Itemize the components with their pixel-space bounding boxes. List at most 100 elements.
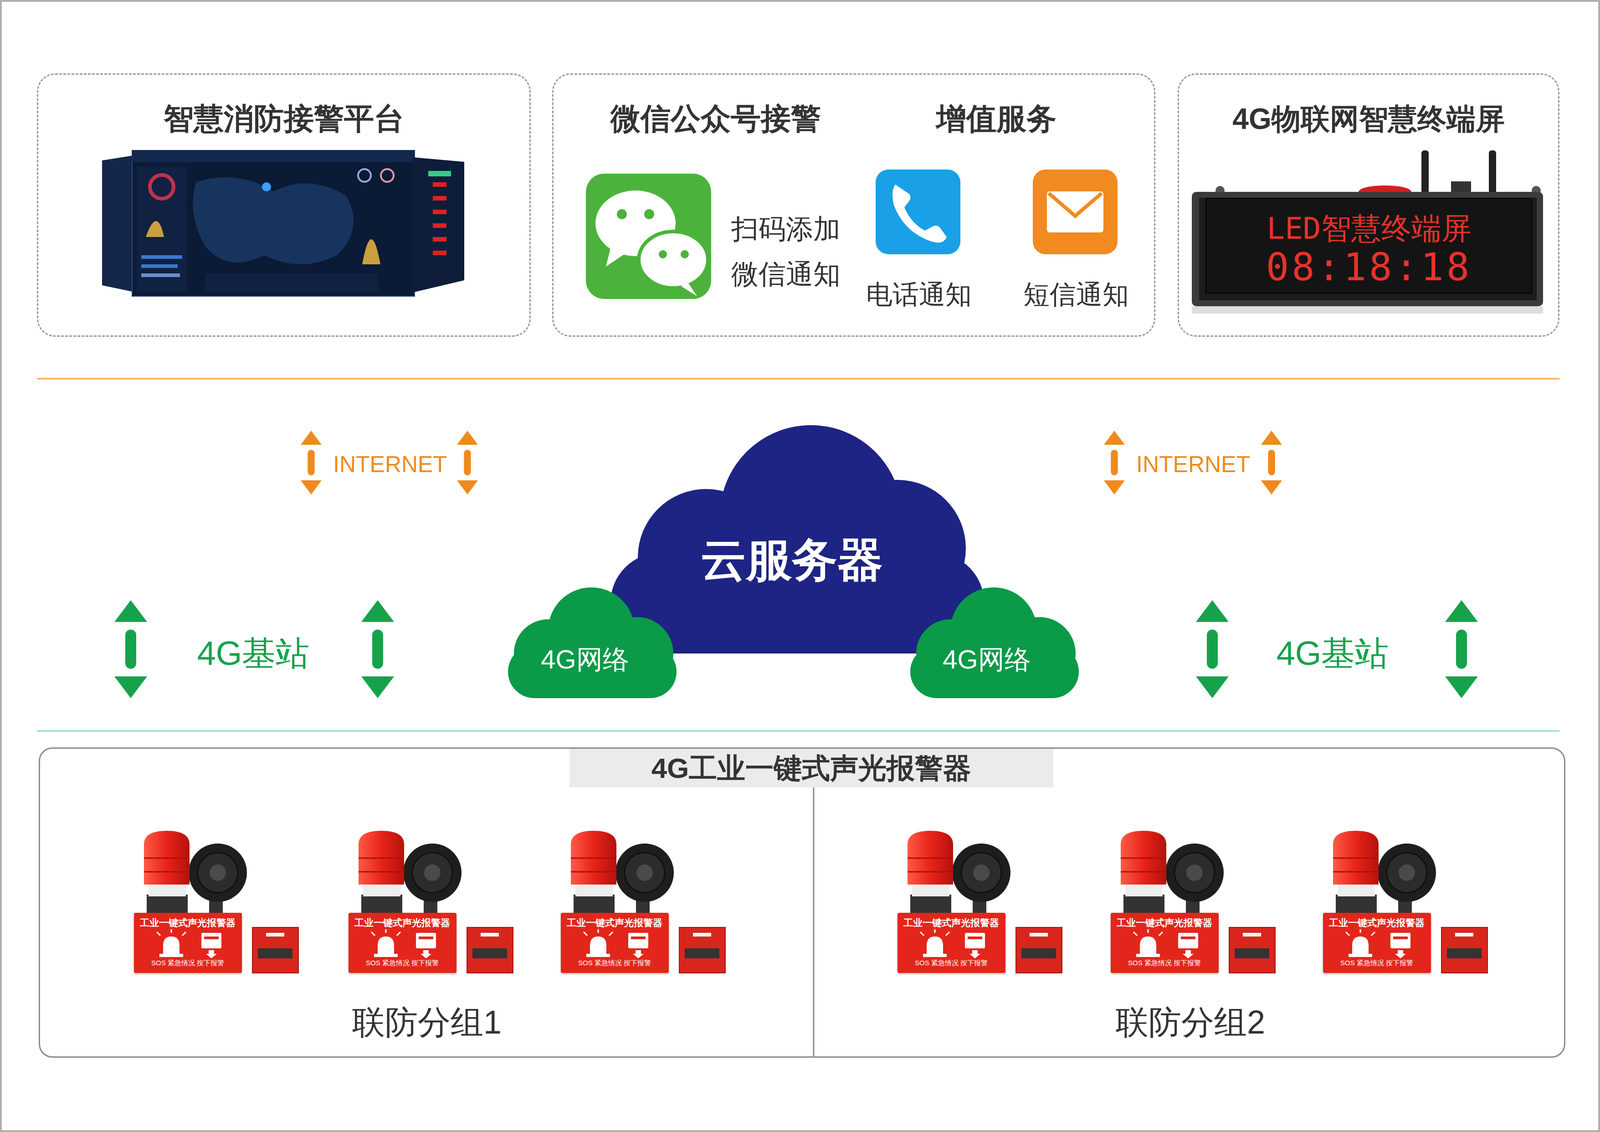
chat-bubble-tail (605, 248, 625, 267)
device-shadow (1191, 306, 1544, 314)
device-body (1191, 191, 1544, 307)
phone-icon (875, 169, 961, 255)
alarm-box: 工业一键式声光报警器SOS 紧急情况 按下报警 (1110, 912, 1219, 973)
node-text: SOS 紧急情况 按下报警 (349, 958, 456, 967)
screen-row (432, 223, 447, 228)
node-text: 扫码添加 微信通知 (731, 206, 850, 297)
node-text: 微信公众号接警 (569, 100, 862, 137)
screen-row (428, 170, 452, 177)
screen-header (132, 150, 415, 163)
icon-tile (1032, 169, 1118, 255)
node-text: SOS 紧急情况 按下报警 (898, 958, 1005, 967)
screen-dot (261, 182, 272, 192)
screen-row (432, 182, 447, 187)
phone-handset (892, 184, 947, 243)
internet-arrow (300, 430, 322, 495)
cloud-server: 云服务器 (596, 420, 985, 654)
node-text: 4G网络 (900, 643, 1074, 676)
screen-gauge (380, 169, 394, 182)
node-text: 4G物联网智慧终端屏 (1186, 101, 1551, 137)
device-frame (1199, 197, 1537, 301)
chat-eye (644, 209, 655, 220)
screen-gauge (149, 174, 174, 199)
antenna (1421, 150, 1429, 194)
node-text: SOS 紧急情况 按下报警 (1323, 958, 1430, 967)
node-text: 电话通知 (850, 278, 988, 311)
envelope-flap (1048, 193, 1102, 216)
node-text: 工业一键式声光报警器 (1323, 916, 1430, 929)
connector (1451, 181, 1472, 193)
envelope (1046, 191, 1104, 233)
internet-arrow (1103, 430, 1125, 495)
screen-row (432, 209, 447, 215)
chat-eye (616, 209, 627, 220)
cloud-shape (900, 584, 1088, 698)
platform-box: 智慧消防接警平台 (36, 73, 531, 337)
node-text: LED智慧终端屏 (1209, 210, 1529, 247)
base-station-arrow (361, 600, 395, 698)
node-text: 4G网络 (498, 643, 672, 676)
node-text: 联防分组1 (290, 1002, 564, 1042)
node-text: 工业一键式声光报警器 (349, 916, 456, 929)
screen-sidebar (136, 166, 187, 292)
terminal-box: 4G物联网智慧终端屏 LED智慧终端屏08:18:18 (1177, 73, 1560, 337)
screen-row (141, 273, 180, 277)
screen-chart (145, 220, 165, 237)
chat-eye (658, 250, 667, 259)
screen-row (141, 264, 178, 268)
base-station-label: 4G基站 (162, 633, 345, 674)
alarm-box: 工业一键式声光报警器 SOS 紧急情况 按下报警 (1323, 912, 1431, 973)
alarm-box: 工业一键式声光报警器SOS 紧急情况 按下报警 (560, 912, 669, 973)
internet-arrow (1261, 430, 1283, 495)
base-station-arrow (1195, 600, 1229, 698)
node-text: SOS 紧急情况 按下报警 (1111, 958, 1218, 967)
dashboard-screenshot (102, 150, 465, 297)
cloud-shape (497, 584, 686, 698)
node-text: 工业一键式声光报警器 (898, 916, 1005, 929)
screen-map (192, 177, 354, 265)
wechat-icon (585, 173, 712, 299)
alarm-box: 工业一键式声光报警器 SOS 紧急情况 按下报警 (897, 912, 1006, 973)
screen-panel (102, 154, 137, 293)
icon-tile (875, 169, 961, 255)
base-station-label: 4G基站 (1241, 633, 1424, 674)
led-terminal-device (1191, 150, 1544, 314)
network-cloud: 4G网络 (497, 584, 686, 698)
screen-gauge (358, 169, 371, 182)
node-text: 工业一键式声光报警器 (561, 916, 668, 929)
node-text: 联防分组2 (1053, 1002, 1328, 1042)
node-text: SOS 紧急情况 按下报警 (134, 958, 241, 967)
screen-panel (412, 157, 465, 293)
mail-icon (1032, 169, 1118, 255)
group-area: 联防分组1 工业一键式声光报警器 SOS 紧急情况 按下报警 工业一键式声光报警器 SO… (40, 787, 814, 1057)
screen-row (432, 236, 447, 242)
group-divider (813, 785, 815, 1057)
alarm-box: 工业一键式声光报警器 SOS 紧急情况 按下报警 (348, 912, 457, 973)
internet-arrow (456, 430, 478, 495)
node-text: 云服务器 (632, 532, 952, 587)
chat-bubble (638, 231, 708, 288)
screen-row (432, 250, 447, 256)
link-label: INTERNET (321, 450, 459, 478)
screen-row (141, 255, 183, 259)
node-text: 智慧消防接警平台 (56, 100, 512, 137)
antenna (1488, 150, 1497, 194)
node-text: 08:18:18 (1209, 244, 1529, 291)
network-cloud: 4G网络 (900, 584, 1088, 698)
base-station-arrow (1445, 600, 1478, 698)
alarm-devices-box: 4G工业一键式声光报警器联防分组1工业一键式声光报警器SOS 紧急情况 按下报警… (38, 747, 1566, 1058)
group-area: 联防分组2 工业一键式声光报警器 SOS 紧急情况 按下报警 工业一键式声光报警器 SO… (813, 787, 1566, 1057)
section-tab: 4G工业一键式声光报警器 (569, 748, 1054, 788)
node-text: 工业一键式声光报警器 (134, 916, 241, 929)
screen-footer (205, 273, 379, 292)
led-screen: LED智慧终端屏08:18:18 (1205, 197, 1533, 294)
icon-tile (585, 173, 712, 299)
node-text: 增值服务 (905, 100, 1088, 137)
alarm-box: 工业一键式声光报警器 SOS 紧急情况 按下报警 (133, 912, 242, 973)
chat-bubble-tail (681, 282, 698, 297)
separator-line (36, 378, 1560, 380)
base-station-arrow (114, 600, 148, 698)
screen-chart (362, 239, 381, 265)
